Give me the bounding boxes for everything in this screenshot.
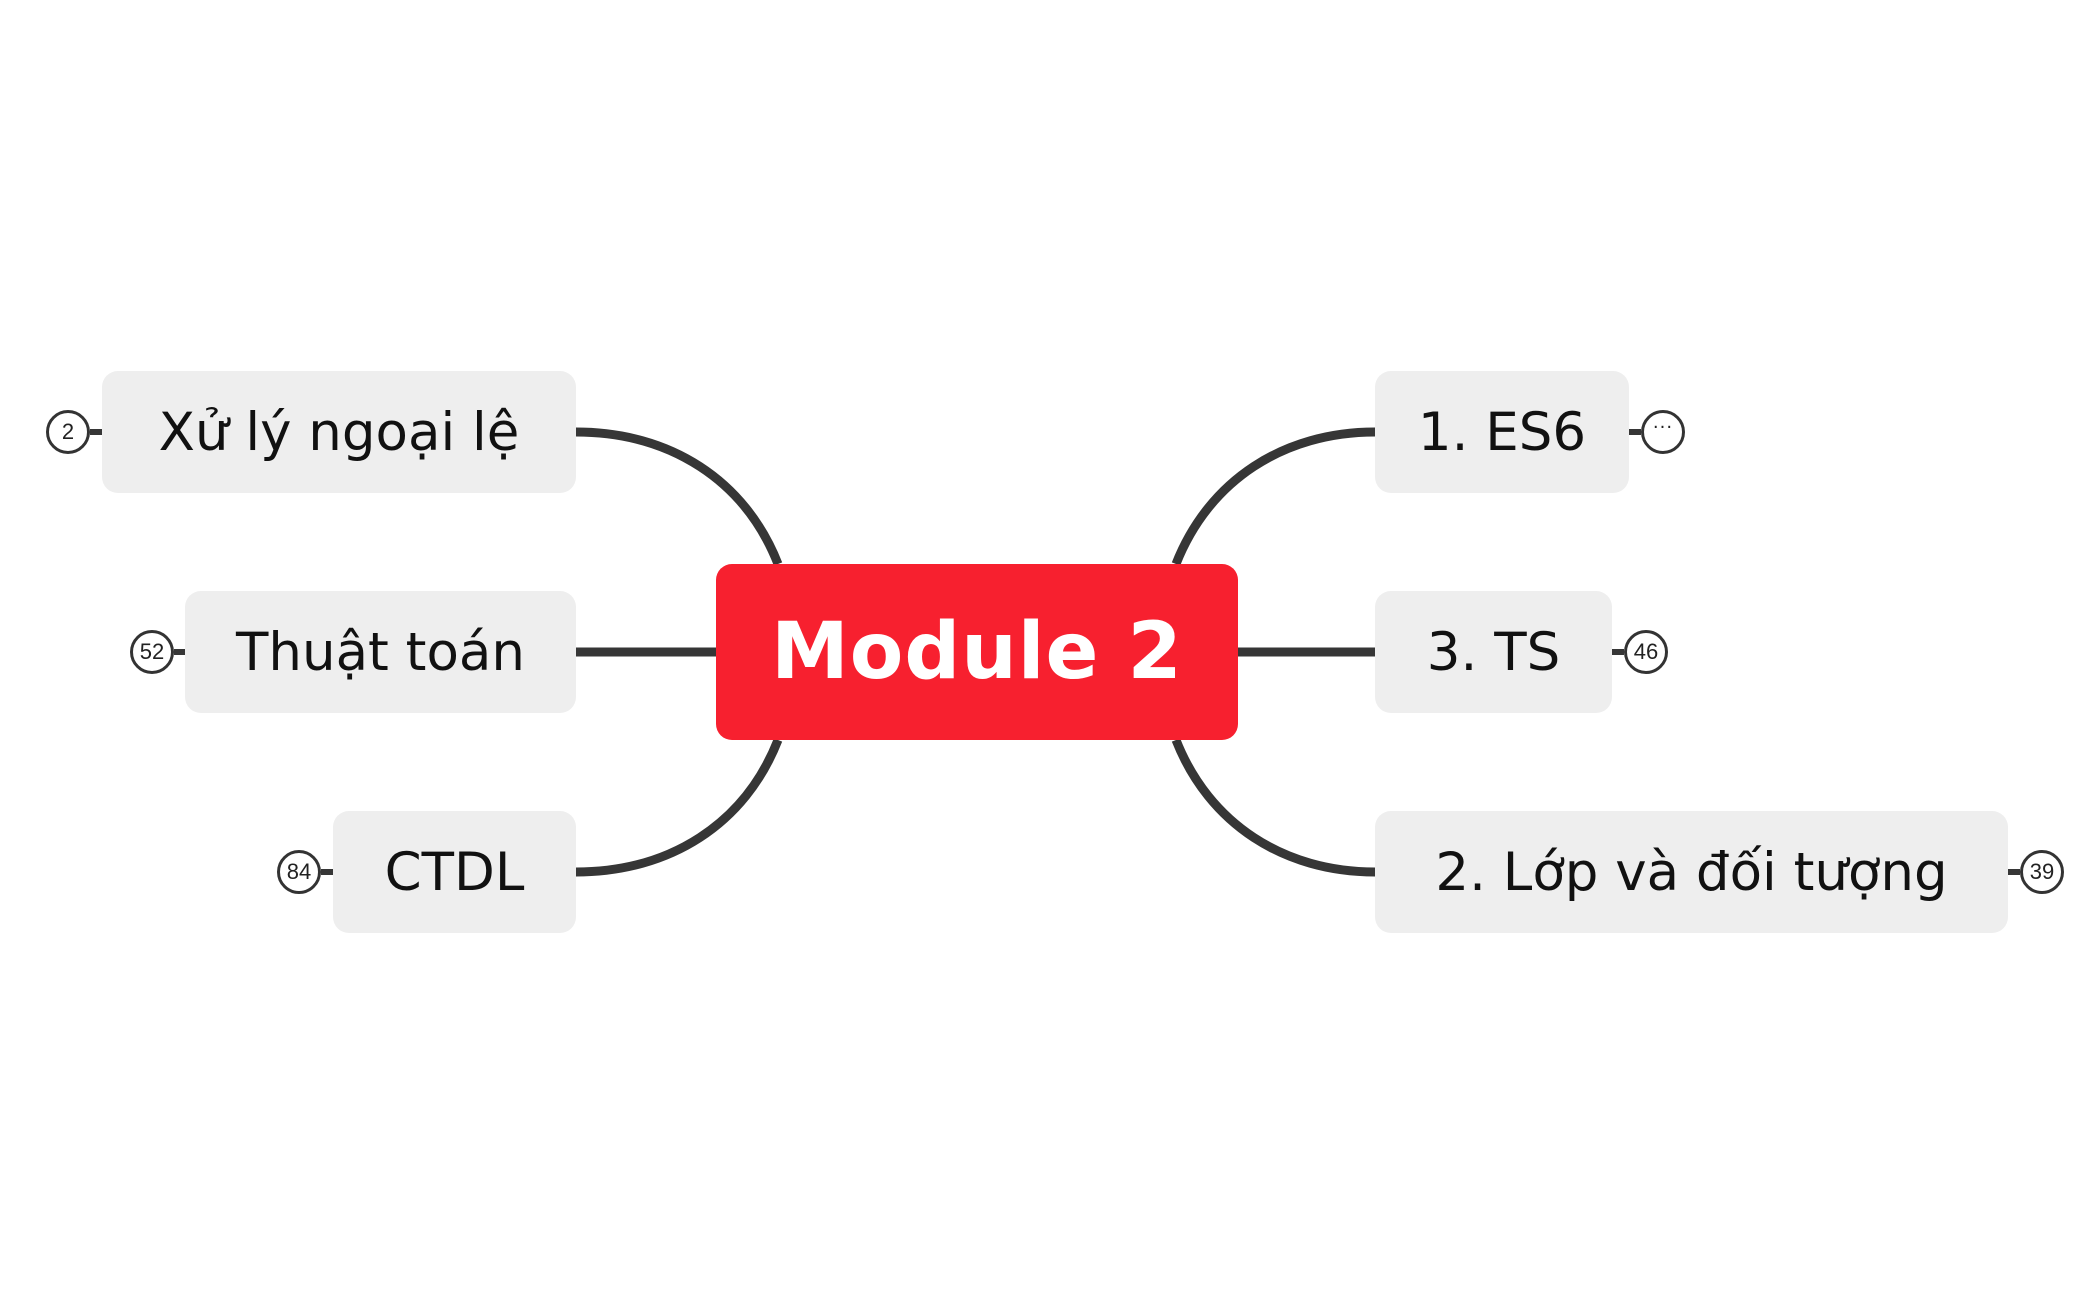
badge-count: 84 <box>286 859 312 884</box>
connector-xu-ly <box>575 427 783 566</box>
topic-label: CTDL <box>384 841 525 903</box>
topic-label: 2. Lớp và đối tượng <box>1435 841 1948 903</box>
badge-count: 39 <box>2029 859 2055 884</box>
expand-count-badge-ctdl[interactable]: 84 <box>277 850 321 894</box>
collapse-toggle-es6[interactable]: ··· <box>1641 410 1685 454</box>
connector-lop <box>1171 738 1376 877</box>
topic-thuat-toan[interactable]: Thuật toán <box>185 591 576 713</box>
topic-lop-va-doi-tuong[interactable]: 2. Lớp và đối tượng <box>1375 811 2008 933</box>
topic-xu-ly-ngoai-le[interactable]: Xử lý ngoại lệ <box>102 371 576 493</box>
connector-ctdl <box>575 738 783 877</box>
topic-ctdl[interactable]: CTDL <box>333 811 576 933</box>
expand-count-badge-lop[interactable]: 39 <box>2020 850 2064 894</box>
topic-ts[interactable]: 3. TS <box>1375 591 1612 713</box>
expand-count-badge-thuat-toan[interactable]: 52 <box>130 630 174 674</box>
topic-label: Xử lý ngoại lệ <box>158 401 520 463</box>
central-topic[interactable]: Module 2 <box>716 564 1238 740</box>
central-topic-label: Module 2 <box>771 607 1183 697</box>
topic-label: Thuật toán <box>236 621 525 683</box>
topic-label: 3. TS <box>1426 621 1561 683</box>
more-dots-icon: ··· <box>1652 417 1674 438</box>
expand-count-badge-xu-ly[interactable]: 2 <box>46 410 90 454</box>
connector-es6 <box>1171 427 1376 566</box>
badge-count: 52 <box>139 639 165 664</box>
topic-es6[interactable]: 1. ES6 <box>1375 371 1629 493</box>
topic-label: 1. ES6 <box>1417 401 1587 463</box>
badge-count: 46 <box>1633 639 1659 664</box>
expand-count-badge-ts[interactable]: 46 <box>1624 630 1668 674</box>
badge-count: 2 <box>61 419 75 444</box>
